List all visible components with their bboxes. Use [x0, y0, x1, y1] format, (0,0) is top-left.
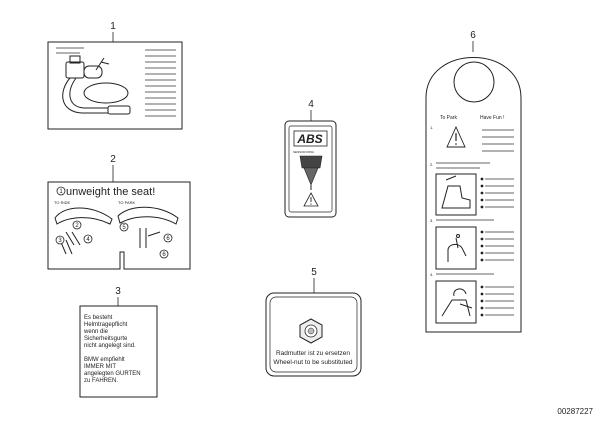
label-3-frame — [79, 305, 158, 398]
label-2-step-6b: 6 — [162, 252, 166, 258]
label-1 — [47, 41, 183, 130]
label-3-de-line-5: nicht angelegt sind. — [84, 343, 136, 349]
seat-illustration-right — [117, 206, 179, 248]
callout-1: 1 — [110, 21, 116, 32]
hang-tag-bullets-2 — [480, 230, 514, 262]
label-4-inner-frame — [288, 125, 333, 213]
label-2-to-park: TO PARK — [118, 200, 136, 205]
hose-illustration — [62, 55, 131, 115]
label-2-frame — [47, 181, 191, 270]
label-5-line-1: Radmutter ist zu ersetzen — [276, 350, 350, 357]
label-2-to-ride: TO RIDE — [54, 200, 70, 205]
hang-tag-bullets-1 — [480, 177, 514, 209]
boot-pedal-illustration — [441, 175, 471, 209]
hang-tag-illustration-1 — [435, 173, 477, 216]
label-2-step-5: 5 — [122, 225, 126, 231]
label-1-text-lines — [56, 47, 176, 117]
sensor-icon — [299, 155, 323, 190]
wheel-nut-icon — [299, 318, 323, 344]
label-3: Es besteht Helmtragepflicht wenn die Sic… — [79, 305, 158, 398]
callout-2: 2 — [110, 154, 116, 165]
label-2-step-6: 6 — [166, 236, 170, 242]
label-2-step-3: 3 — [58, 238, 62, 244]
label-3-de-line-2: Helmtragepflicht — [84, 322, 128, 328]
hang-tag-illustration-2 — [435, 226, 477, 270]
label-5-inner-frame — [269, 296, 358, 373]
label-6: To Park Have Fun ! 1. 2. — [425, 57, 522, 333]
label-2: unweight the seat! TO RIDE TO PARK 1 2 3… — [47, 181, 191, 270]
warning-triangle-icon — [303, 192, 319, 207]
callout-3: 3 — [115, 286, 121, 297]
abs-logo: ABS — [296, 132, 322, 146]
label-4: ABS SENSOR RING — [284, 120, 337, 218]
label-3-bmw-line-3: angelegten GURTEN — [84, 371, 141, 377]
label-5: Radmutter ist zu ersetzen Wheel-nut to b… — [265, 292, 362, 377]
callout-5: 5 — [311, 267, 317, 278]
hang-tag-step-4: 4. — [430, 272, 433, 277]
label-2-headline: unweight the seat! — [66, 186, 155, 198]
label-2-step-1: 1 — [59, 189, 63, 195]
hang-tag-step-1: 1. — [430, 125, 433, 130]
hang-tag-have-fun: Have Fun ! — [480, 115, 504, 121]
rider-illustration — [441, 288, 473, 317]
abs-logo-box — [293, 130, 328, 147]
label-2-step-4: 4 — [86, 237, 90, 243]
hang-tag-lines-2 — [436, 162, 490, 169]
label-3-bmw-line-1: BMW empfiehlt — [84, 357, 125, 363]
hang-tag-lines-1 — [482, 129, 514, 152]
label-3-de-line-3: wenn die — [83, 329, 109, 335]
label-3-de-line-1: Es besteht — [84, 315, 113, 321]
hand-lever-illustration — [447, 234, 467, 262]
callout-4: 4 — [308, 99, 314, 110]
label-5-line-2: Wheel-nut to be substituted — [273, 359, 353, 366]
part-number: 00287227 — [557, 407, 593, 416]
label-2-step-markers: 1 2 3 4 5 6 6 — [55, 186, 173, 259]
hang-tag-hole — [453, 61, 495, 103]
label-3-de-line-4: Sicherheitsgurte — [84, 336, 128, 342]
hang-tag-step-3: 3. — [430, 218, 433, 223]
hang-tag-illustration-3 — [435, 280, 477, 324]
hang-tag-bullets-3 — [480, 285, 514, 317]
callout-6: 6 — [470, 30, 476, 41]
hang-tag-step-2: 2. — [430, 162, 433, 167]
label-2-step-2: 2 — [75, 223, 79, 229]
abs-small-text: SENSOR RING — [293, 150, 315, 154]
hang-tag-to-park: To Park — [440, 115, 457, 121]
label-3-bmw-line-2: IMMER MIT — [84, 364, 116, 370]
warning-triangle-icon — [446, 125, 466, 148]
label-3-bmw-line-4: zu FAHREN. — [84, 378, 118, 384]
